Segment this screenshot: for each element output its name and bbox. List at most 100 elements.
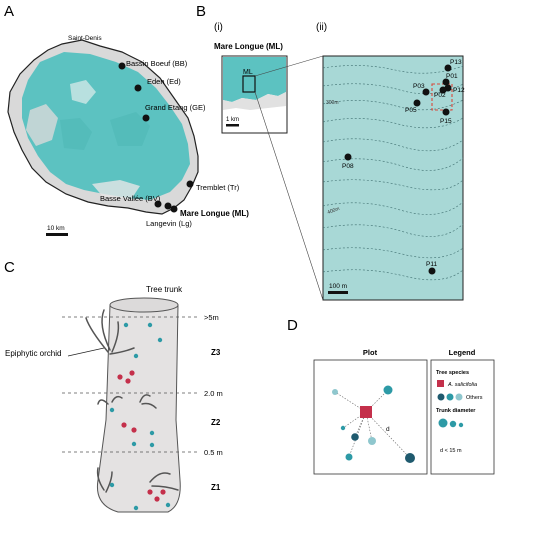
- scale-bar-a-bar: [46, 233, 68, 236]
- orchid-leaf-5: [97, 399, 109, 405]
- orchid-leaf-8: [141, 402, 157, 409]
- contour-4: [322, 117, 464, 129]
- trunk-top: [109, 297, 179, 313]
- scale-bar-bii-bar: [328, 291, 348, 294]
- site-label-tr: Tremblet (Tr): [196, 183, 240, 192]
- height-lines: [62, 316, 200, 453]
- zoom-map: 300m 400m P13 P01 P03 P12 P02 P05 P15 P0…: [322, 55, 465, 301]
- panel-label-b-ii: (ii): [316, 22, 327, 33]
- plot-label-p12: P12: [453, 87, 465, 94]
- legend-diameter-heading: Trunk diameter: [436, 408, 476, 414]
- scale-bar-a-label: 10 km: [47, 225, 65, 232]
- orchid-occurrences: [109, 322, 171, 511]
- tree-trunk-diagram: Tree trunk >5m 2.0 m 0.5 m Z3 Z2 Z1 Epip…: [5, 285, 223, 513]
- plot-markers: P13 P01 P03 P12 P02 P05 P15 P08 P11: [342, 59, 465, 275]
- orchid-dot: [157, 337, 163, 343]
- plot-label-p15: P15: [440, 118, 452, 125]
- trunk-label: Tree trunk: [146, 285, 183, 294]
- orchid-dot: [154, 496, 160, 502]
- contour-2: [322, 83, 464, 95]
- inset-map: ML 1 km: [221, 55, 288, 134]
- neighbor-tree: [405, 453, 415, 463]
- orchid-dot: [121, 422, 127, 428]
- site-label-lg: Langevin (Lg): [146, 219, 192, 228]
- legend-others-label: Others: [466, 395, 483, 401]
- neighbor-tree: [340, 425, 346, 431]
- site-dot-tr: [186, 180, 194, 188]
- neighbor-tree: [383, 385, 393, 395]
- contour-label-1: 300m: [326, 100, 339, 106]
- contour-5: [322, 138, 464, 152]
- plot-dot-p05: [413, 99, 421, 107]
- orchid-dot: [123, 322, 129, 328]
- orchid-dot: [149, 442, 155, 448]
- orchid-dot: [131, 427, 137, 433]
- distance-label: d: [386, 426, 390, 433]
- zoom-line-bottom: [254, 91, 324, 301]
- forest-core-east: [110, 112, 150, 146]
- contour-8: [322, 201, 464, 215]
- inset-coast: [223, 92, 286, 110]
- legend: Legend Tree species A. salicifolia Other…: [430, 348, 495, 475]
- study-sites: Bassin Boeuf (BB) Eden (Ed) Grand Etang …: [100, 59, 249, 228]
- site-label-ml: Mare Longue (ML): [180, 209, 249, 218]
- zone-label-z2: Z2: [211, 418, 221, 427]
- plot-schematic: Plot d: [313, 348, 428, 475]
- plot-label-p01: P01: [446, 73, 458, 80]
- scale-bar-a: 10 km: [46, 225, 68, 236]
- site-dot-bv: [154, 200, 162, 208]
- neighbor-tree: [332, 389, 338, 395]
- legend-diameter-small: [458, 422, 464, 428]
- plot-dot-p03: [422, 88, 430, 96]
- contour-11: [322, 269, 464, 281]
- orchid-dot: [133, 505, 139, 511]
- capital-label: Saint-Denis: [68, 35, 102, 42]
- orchid-dot: [160, 489, 166, 495]
- plot-dot-p15: [442, 108, 450, 116]
- orchid-leaf-4: [109, 347, 135, 355]
- scale-bar-bi-label: 1 km: [226, 117, 239, 123]
- orchid-dot: [165, 502, 171, 508]
- zoom-line-top: [254, 55, 324, 77]
- link: [365, 411, 373, 442]
- panel-label-c: C: [4, 259, 15, 276]
- contour-label-2: 400m: [327, 206, 341, 216]
- panel-label-b-i: (i): [214, 22, 223, 33]
- plot-label-p13: P13: [450, 59, 462, 66]
- contour-1: [322, 65, 464, 74]
- zone-label-z3: Z3: [211, 348, 221, 357]
- orchid-dot: [147, 489, 153, 495]
- zone-label-z1: Z1: [211, 483, 221, 492]
- panel-label-b: B: [196, 3, 206, 20]
- plot-dot-p02: [439, 86, 447, 94]
- site-dot-ml: [164, 202, 172, 210]
- orchid-leaf-1: [85, 317, 109, 353]
- site-label-ge: Grand Etang (GE): [145, 103, 206, 112]
- orchid-dot: [125, 378, 131, 384]
- orchid-leaf-12: [105, 471, 113, 493]
- orchid-label: Epiphytic orchid: [5, 349, 61, 358]
- bi-title: Mare Longue (ML): [214, 42, 283, 51]
- orchid-dot: [129, 370, 135, 376]
- link: [365, 389, 389, 413]
- legend-focal-label: A. salicifolia: [447, 382, 477, 388]
- inset-study-box: [242, 75, 256, 93]
- legend-focal-swatch: [437, 380, 444, 387]
- legend-species-heading: Tree species: [436, 370, 469, 376]
- orchid-dot: [109, 482, 115, 488]
- zoom-map-frame: [322, 55, 464, 301]
- contour-7: [322, 179, 464, 191]
- forest-gap-center: [70, 80, 96, 104]
- orchid-leaf-9: [149, 472, 171, 483]
- orchid-leaf-2: [101, 309, 111, 351]
- plot-label-p05: P05: [405, 107, 417, 114]
- panel-label-d: D: [287, 317, 298, 334]
- site-dot-ge: [142, 114, 150, 122]
- site-dot-lg: [170, 205, 178, 213]
- site-label-ed: Eden (Ed): [147, 77, 181, 86]
- legend-others-swatch-dark: [437, 393, 445, 401]
- forest-core-west: [60, 118, 92, 150]
- site-dot-ed: [134, 84, 142, 92]
- forest-gap-west: [26, 104, 58, 146]
- plot-label-p08: P08: [342, 163, 354, 170]
